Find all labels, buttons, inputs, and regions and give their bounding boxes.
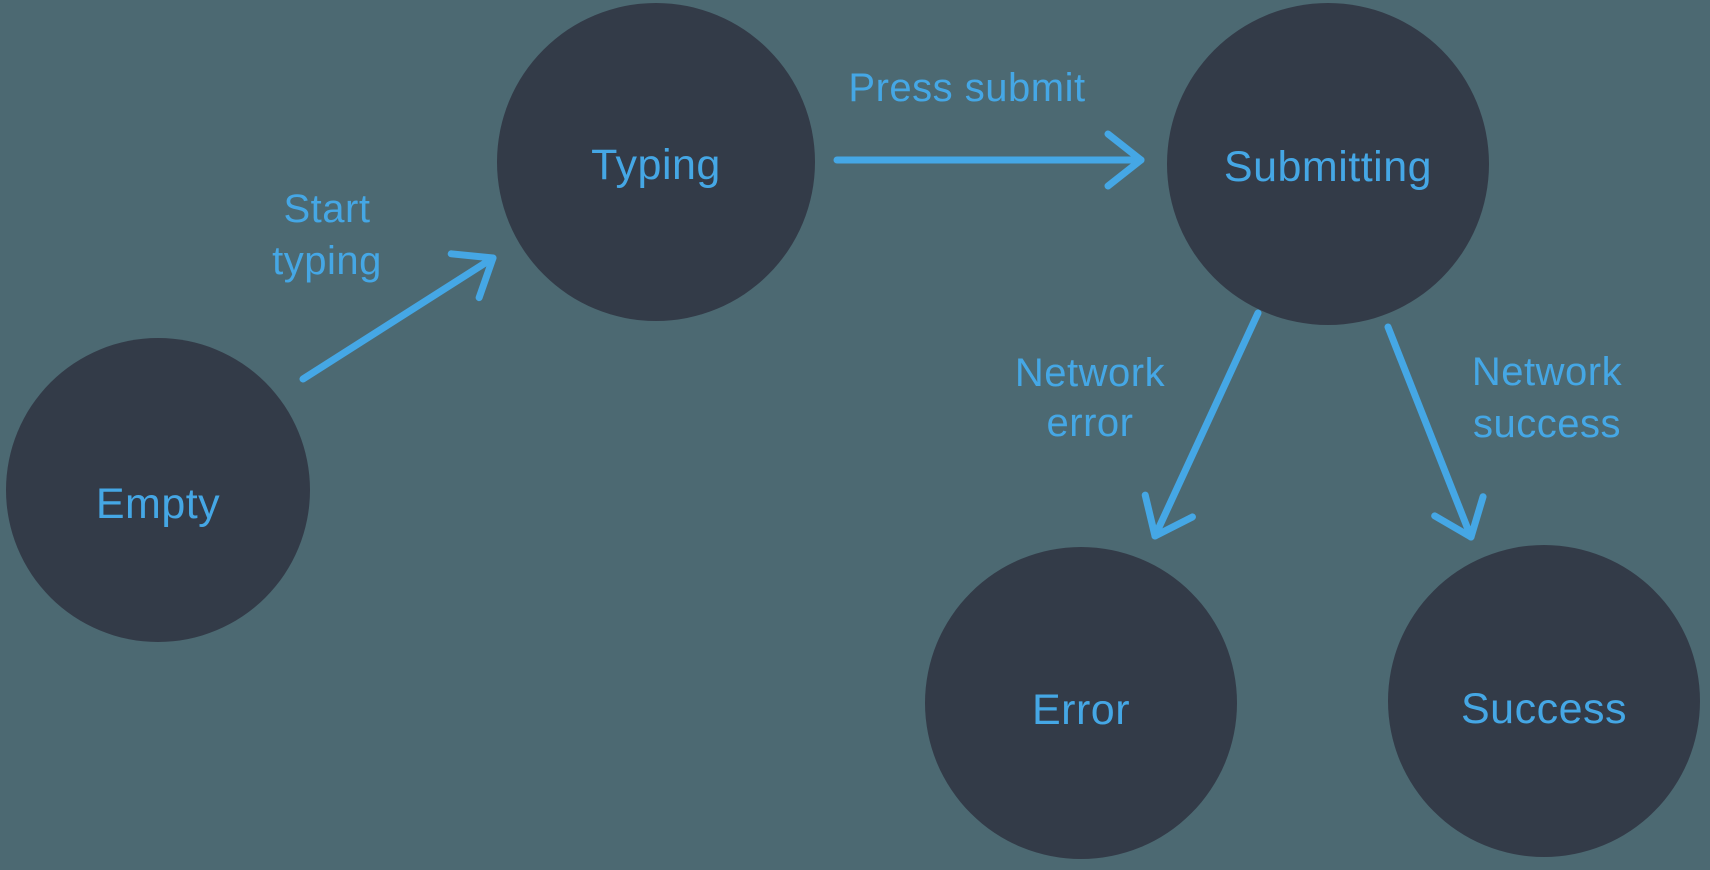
edge-label-network-success-line1: Network — [1472, 350, 1623, 394]
arrow-submitting-to-success — [1384, 323, 1487, 541]
edges-layer: Start typing Press submit Network error … — [272, 66, 1623, 541]
edge-label-network-success-line2: success — [1473, 402, 1621, 446]
edge-typing-to-submitting: Press submit — [833, 66, 1145, 190]
edge-submitting-to-error: Network error — [1015, 309, 1262, 540]
state-node-empty: Empty — [6, 338, 310, 642]
edge-label-start-typing-line2: typing — [272, 239, 382, 283]
state-label-submitting: Submitting — [1224, 143, 1432, 191]
state-circle-submitting — [1167, 3, 1489, 325]
state-circle-typing — [497, 3, 815, 321]
state-circle-error — [925, 547, 1237, 859]
state-circle-empty — [6, 338, 310, 642]
edge-label-press-submit: Press submit — [848, 66, 1085, 110]
edge-label-start-typing-line1: Start — [284, 187, 371, 231]
edge-empty-to-typing: Start typing — [272, 187, 497, 383]
state-label-typing: Typing — [591, 141, 721, 189]
state-label-success: Success — [1461, 685, 1627, 733]
arrow-empty-to-typing — [299, 250, 497, 383]
state-node-submitting: Submitting — [1167, 3, 1489, 325]
edge-label-network-error-line1: Network — [1015, 351, 1166, 395]
edge-label-network-error-line2: error — [1047, 401, 1134, 445]
nodes-layer: Empty Typing Submitting Error Success — [6, 3, 1700, 859]
state-node-success: Success — [1388, 545, 1700, 857]
state-label-error: Error — [1032, 686, 1130, 734]
edge-submitting-to-success: Network success — [1384, 323, 1623, 541]
state-node-error: Error — [925, 547, 1237, 859]
state-circle-success — [1388, 545, 1700, 857]
state-label-empty: Empty — [96, 480, 220, 528]
arrow-submitting-to-error — [1141, 309, 1262, 540]
state-node-typing: Typing — [497, 3, 815, 321]
